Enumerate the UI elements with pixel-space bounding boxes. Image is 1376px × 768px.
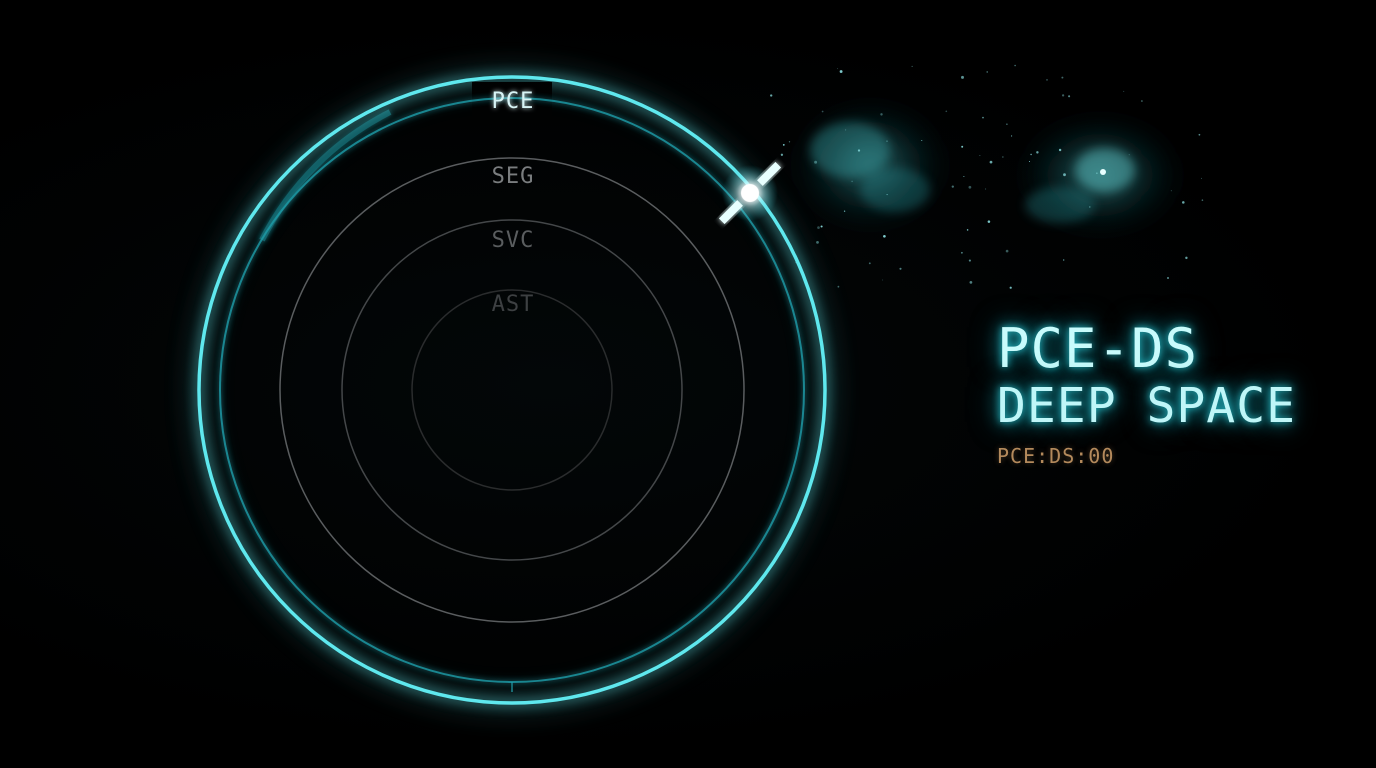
star <box>1182 201 1185 204</box>
star <box>985 188 987 190</box>
star <box>899 267 902 270</box>
title-subtitle: DEEP SPACE <box>997 378 1296 434</box>
star <box>987 220 991 223</box>
star <box>883 234 886 238</box>
star <box>968 259 971 262</box>
satellite-icon <box>718 161 782 225</box>
star <box>839 70 843 73</box>
ring-pce-segment <box>259 109 392 242</box>
star <box>788 141 791 143</box>
star <box>1009 286 1012 289</box>
star <box>979 154 981 156</box>
star <box>780 153 784 156</box>
star <box>1014 64 1016 67</box>
star <box>857 149 861 152</box>
star <box>1029 161 1030 162</box>
title-code: PCE:DS:00 <box>997 444 1115 468</box>
star <box>1063 173 1066 177</box>
ring-label-pce: PCE <box>492 89 535 114</box>
star <box>837 68 839 70</box>
title-block: PCE-DS DEEP SPACE PCE:DS:00 <box>997 317 1296 469</box>
star <box>963 176 965 177</box>
star <box>1063 259 1065 261</box>
star <box>982 116 984 119</box>
star <box>1006 123 1008 125</box>
star <box>1030 153 1032 156</box>
ring-label-svc: SVC <box>492 228 535 253</box>
ring-label-seg: SEG <box>492 164 535 189</box>
star <box>820 225 823 228</box>
star <box>868 262 871 265</box>
ring-label-ast: AST <box>492 292 535 317</box>
star <box>961 251 963 254</box>
ring-seg <box>279 157 745 623</box>
star <box>1005 249 1009 253</box>
star <box>851 180 853 183</box>
star <box>821 110 824 113</box>
star <box>1061 94 1065 97</box>
ring-svc <box>341 219 683 561</box>
star <box>1128 154 1130 156</box>
star <box>880 113 883 116</box>
star <box>795 262 796 264</box>
star <box>968 185 972 189</box>
star <box>845 129 847 131</box>
star <box>1061 76 1064 79</box>
star <box>1167 277 1169 279</box>
star <box>1068 95 1071 98</box>
star <box>1058 148 1062 152</box>
star <box>945 110 948 113</box>
star <box>1200 177 1202 179</box>
star <box>814 160 818 164</box>
star <box>1036 151 1039 154</box>
star <box>886 140 888 142</box>
star <box>1011 135 1013 137</box>
star <box>921 140 923 141</box>
star <box>886 194 888 196</box>
star <box>816 241 819 244</box>
star <box>882 279 884 281</box>
star <box>986 71 988 73</box>
star <box>1046 79 1048 81</box>
nebula-image <box>770 64 1204 289</box>
star <box>966 229 969 231</box>
star <box>911 65 913 67</box>
star <box>1096 172 1098 174</box>
star <box>1002 156 1004 158</box>
star <box>989 160 993 164</box>
star <box>1141 100 1143 102</box>
star <box>770 94 773 97</box>
star <box>969 281 973 284</box>
star <box>951 185 954 188</box>
star <box>782 143 785 146</box>
star <box>837 285 840 288</box>
star <box>961 75 964 79</box>
star <box>1185 256 1188 260</box>
star <box>1198 133 1201 136</box>
star <box>1123 90 1125 92</box>
star <box>817 226 820 229</box>
ring-ast <box>411 289 613 491</box>
star <box>843 210 846 212</box>
ring-pce <box>197 75 827 705</box>
star <box>1089 206 1091 208</box>
star <box>1201 199 1204 201</box>
star <box>1170 190 1172 192</box>
star <box>961 145 964 148</box>
title-main: PCE-DS <box>997 317 1199 380</box>
